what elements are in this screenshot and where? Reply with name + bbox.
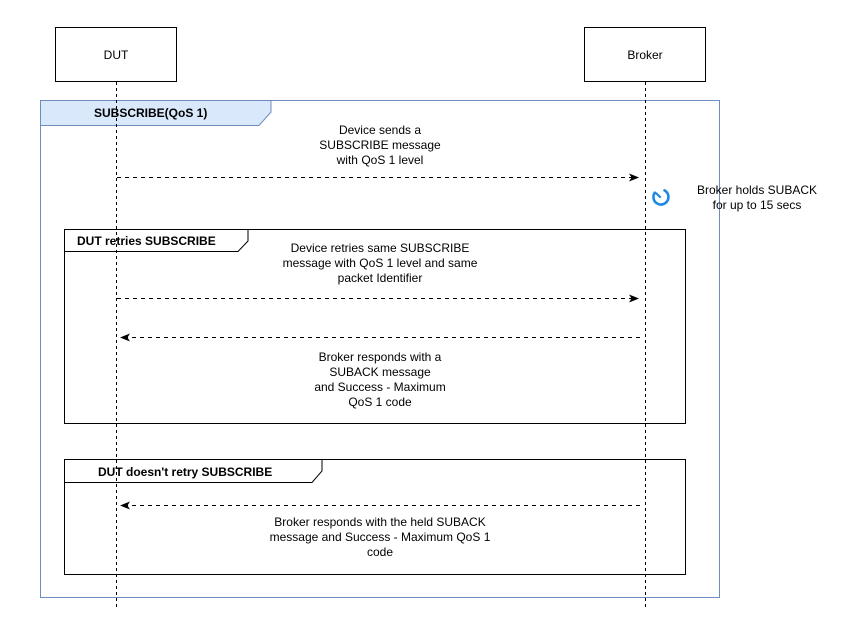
noretry-frame-title: DUT doesn't retry SUBSCRIBE [98, 465, 273, 479]
retry-frame-tab [64, 229, 249, 252]
outer-frame-title: SUBSCRIBE(QoS 1) [94, 106, 208, 120]
msg-suback-retry-label: Broker responds with a SUBACK message an… [314, 350, 446, 409]
msg-retry-label: Device retries same SUBSCRIBE message wi… [282, 241, 478, 285]
retry-frame-title: DUT retries SUBSCRIBE [77, 234, 216, 248]
participant-dut-label: DUT [103, 47, 129, 62]
outer-frame-tab [40, 100, 272, 126]
noretry-frame [64, 459, 686, 575]
noretry-frame-tab [64, 459, 323, 483]
note-broker-holds: Broker holds SUBACK for up to 15 secs [696, 183, 818, 212]
msg-subscribe-label: Device sends a SUBSCRIBE message with Qo… [319, 123, 441, 167]
participant-broker-label: Broker [627, 47, 663, 62]
retry-frame [64, 229, 686, 424]
timer-icon [652, 189, 670, 206]
participant-dut: DUT [55, 27, 177, 82]
outer-frame [40, 100, 720, 598]
participant-broker: Broker [584, 27, 706, 82]
msg-suback-held-label: Broker responds with the held SUBACK mes… [269, 515, 491, 559]
